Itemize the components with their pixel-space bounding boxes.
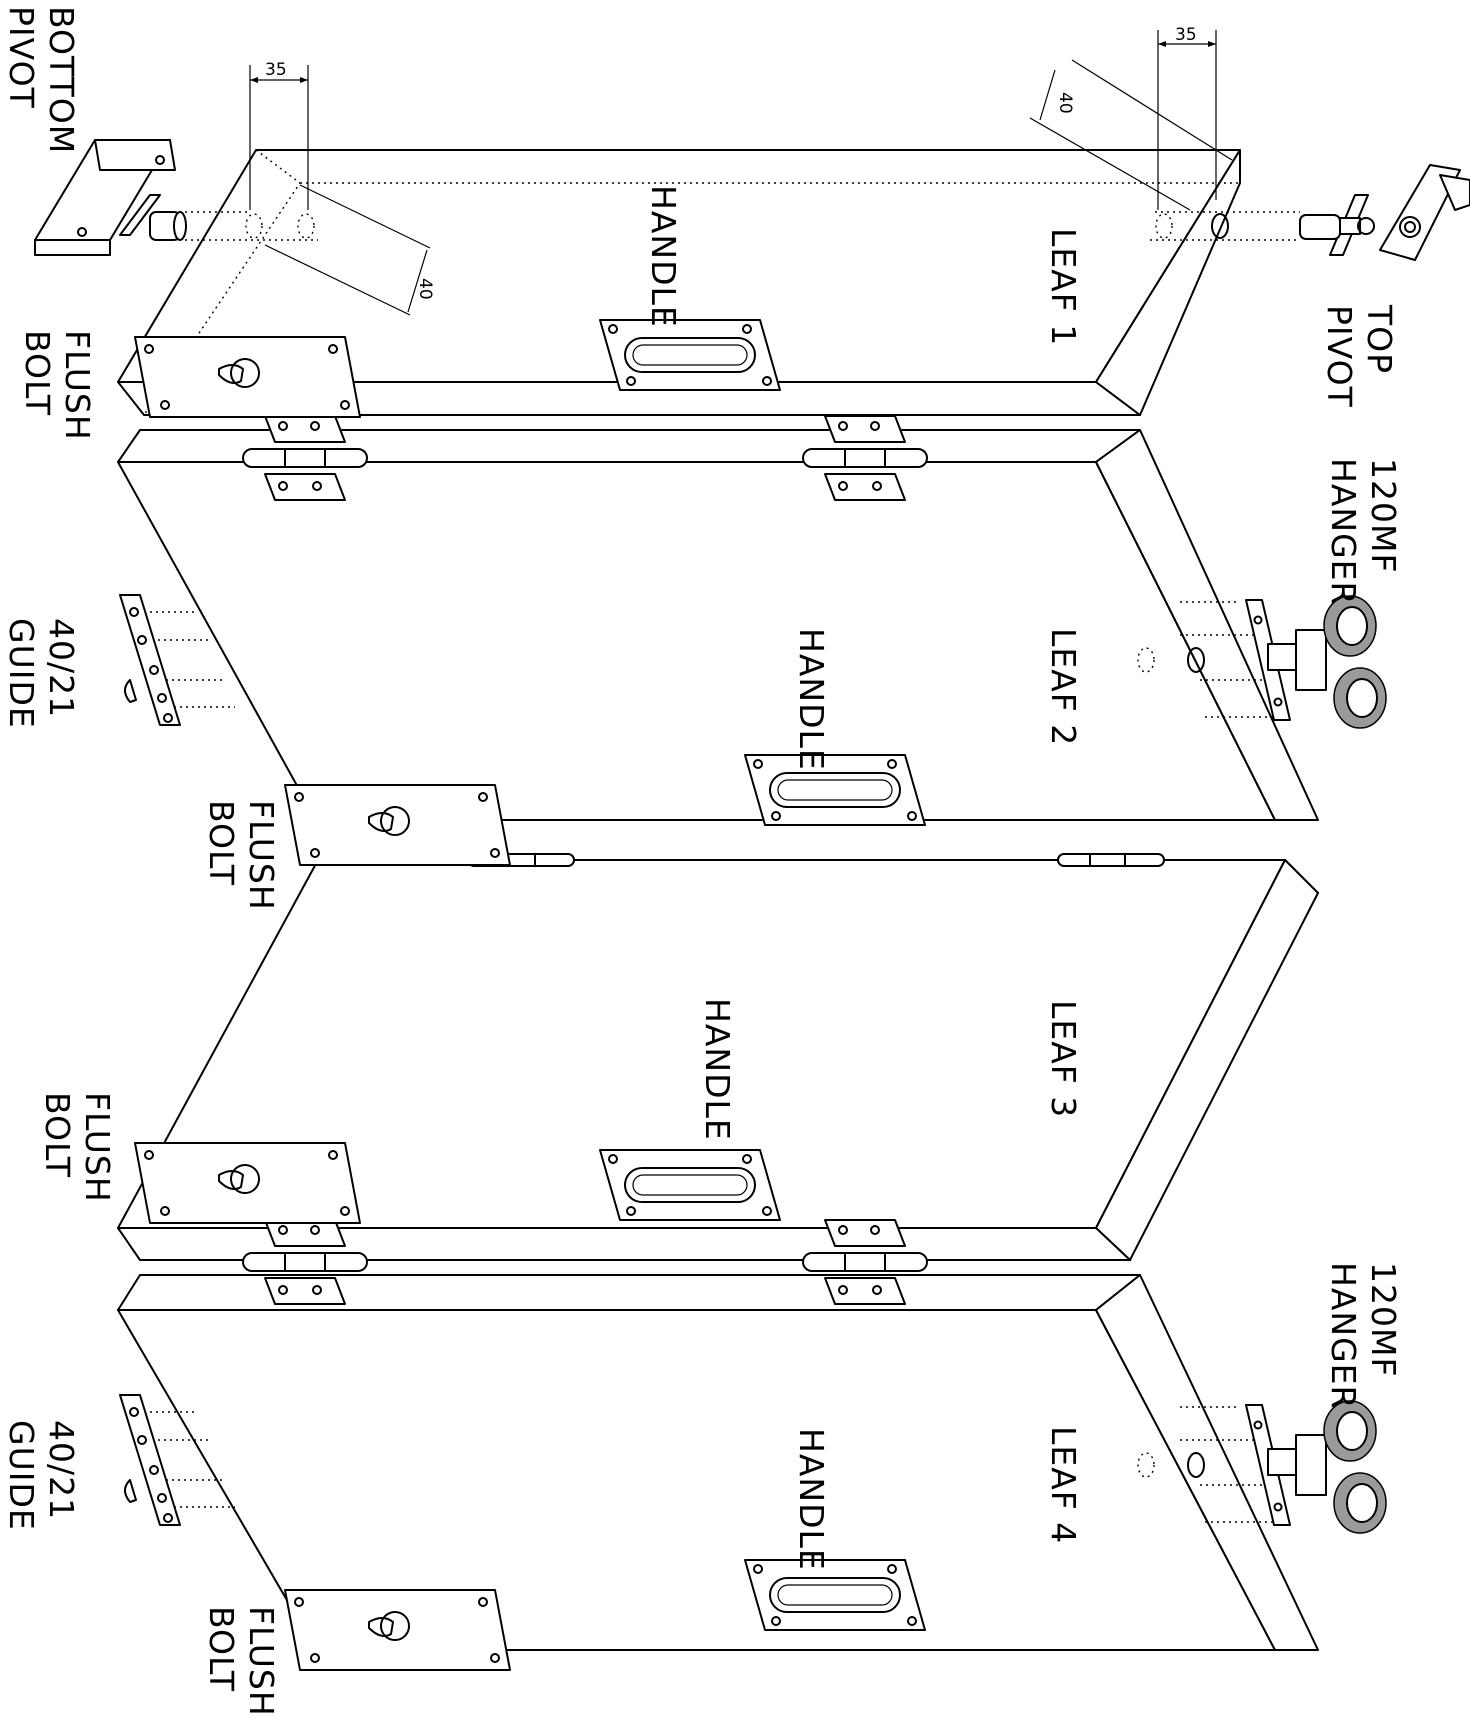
label-top-pivot-line-1: TOP [1360, 304, 1399, 374]
label-bottom-pivot-line-1: BOTTOM [42, 6, 81, 154]
top-pivot-icon [1150, 164, 1470, 261]
label-hanger-1-line-2: HANGER [1324, 458, 1363, 605]
label-flush-bolt-3-line-2: BOLT [38, 1092, 77, 1178]
label-flush-bolt-1-line-2: BOLT [18, 330, 57, 416]
top-dim-40: 40 [1055, 92, 1075, 114]
label-flush-bolt-4-line-1: FLUSH [242, 1606, 281, 1717]
label-leaf-3: LEAF 3 [1044, 1000, 1083, 1118]
label-leaf-2: LEAF 2 [1044, 628, 1083, 746]
leaf-2-panel [117, 429, 1319, 821]
label-guide-2-line-2: GUIDE [2, 1420, 41, 1531]
label-top-pivot-line-2: PIVOT [1320, 305, 1359, 408]
label-leaf-1: LEAF 1 [1044, 228, 1083, 346]
label-guide-2-line-1: 40/21 [42, 1420, 81, 1520]
top-dimension-lines [1029, 30, 1233, 211]
label-flush-bolt-4-line-2: BOLT [202, 1606, 241, 1692]
bottom-dim-40: 40 [415, 278, 435, 300]
label-guide-1-line-1: 40/21 [42, 618, 81, 718]
label-hanger-2-line-2: HANGER [1324, 1262, 1363, 1409]
hanger-leaf-4-icon [1137, 1400, 1387, 1534]
label-hanger-1-line-1: 120MF [1364, 458, 1403, 573]
leaf-1-panel [117, 149, 1241, 416]
label-handle-leaf-3: HANDLE [698, 998, 737, 1141]
label-guide-1-line-2: GUIDE [2, 618, 41, 729]
label-handle-leaf-4: HANDLE [792, 1428, 831, 1571]
bottom-dim-35: 35 [265, 60, 287, 80]
label-bottom-pivot-line-2: PIVOT [2, 6, 41, 109]
top-dim-35: 35 [1175, 25, 1197, 45]
guide-leaf-2-icon [119, 594, 235, 726]
label-leaf-4: LEAF 4 [1044, 1426, 1083, 1544]
label-handle-leaf-2: HANDLE [792, 628, 831, 771]
leaf-4-panel [117, 1274, 1319, 1651]
guide-leaf-4-icon [119, 1394, 235, 1526]
label-flush-bolt-3-line-1: FLUSH [78, 1092, 117, 1203]
bottom-dimension-lines [249, 65, 431, 316]
label-flush-bolt-1-line-1: FLUSH [58, 330, 97, 441]
bottom-pivot-icon [34, 139, 318, 256]
label-handle-leaf-1: HANDLE [644, 185, 683, 328]
hanger-leaf-2-icon [1137, 595, 1387, 729]
label-flush-bolt-2-line-1: FLUSH [242, 800, 281, 911]
label-hanger-2-line-1: 120MF [1364, 1262, 1403, 1377]
label-flush-bolt-2-line-2: BOLT [202, 800, 241, 886]
